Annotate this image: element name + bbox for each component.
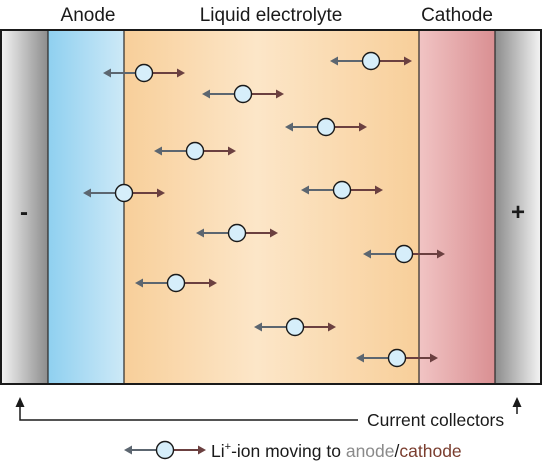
ion-circle	[387, 348, 407, 368]
ion-arrowhead-left	[330, 56, 338, 66]
ion-arrowhead-left	[254, 322, 262, 332]
ion-arrowhead-right	[198, 445, 206, 455]
ion-arrowhead-right	[209, 278, 217, 288]
ion-circle	[316, 117, 336, 137]
ion-circle	[394, 244, 414, 264]
ion-arrowhead-right	[437, 249, 445, 259]
anode-label: Anode	[61, 5, 116, 26]
li-ion-11	[254, 317, 336, 337]
ion-arrowhead-left	[356, 353, 364, 363]
ion-arrowhead-right	[228, 146, 236, 156]
legend-cathode-word: cathode	[399, 441, 461, 461]
ion-arrowhead-left	[135, 278, 143, 288]
ion-circle	[227, 223, 247, 243]
li-ion-6	[83, 183, 165, 203]
ion-arrowhead-left	[301, 185, 309, 195]
positive-terminal-sign: +	[511, 199, 525, 226]
left-collector-arrowhead	[15, 397, 25, 407]
li-ion-1	[103, 63, 185, 83]
cell-outline	[0, 29, 542, 385]
li-ion-legend	[124, 440, 206, 460]
ion-arrowhead-right	[328, 322, 336, 332]
ion-arrowhead-right	[270, 228, 278, 238]
current-collectors-pointer	[19, 406, 518, 421]
ion-circle	[155, 440, 175, 460]
li-ion-2	[330, 51, 412, 71]
ion-arrowhead-right	[404, 56, 412, 66]
ion-circle	[361, 51, 381, 71]
ion-circle	[166, 273, 186, 293]
ion-circle	[185, 141, 205, 161]
electrolyte-region	[124, 30, 419, 384]
legend-separator: /	[395, 441, 400, 461]
ion-arrowhead-left	[196, 228, 204, 238]
legend-anode-word: anode	[346, 441, 395, 461]
ion-group	[83, 51, 445, 368]
region-dividers	[47, 30, 496, 384]
electrolyte-label: Liquid electrolyte	[200, 5, 343, 26]
ion-arrowhead-left	[202, 89, 210, 99]
li-ion-7	[301, 180, 383, 200]
ion-arrowhead-left	[154, 146, 162, 156]
cathode-label: Cathode	[421, 5, 493, 26]
cathode-region	[419, 30, 495, 384]
ion-circle	[114, 183, 134, 203]
ion-arrowhead-left	[363, 249, 371, 259]
anode-region	[48, 30, 124, 384]
right-collector-arrowhead	[512, 397, 522, 407]
current-collectors-label: Current collectors	[367, 410, 504, 430]
ion-arrowhead-right	[276, 89, 284, 99]
li-ion-3	[202, 84, 284, 104]
ion-circle	[332, 180, 352, 200]
ion-arrowhead-right	[375, 185, 383, 195]
ion-arrowhead-right	[359, 122, 367, 132]
li-ion-4	[285, 117, 367, 137]
legend-text: Li+-ion moving to anode/cathode	[211, 441, 462, 461]
li-ion-12	[356, 348, 438, 368]
legend-superscript: +	[225, 441, 231, 453]
legend-li: Li	[211, 441, 225, 461]
legend-ion-moving-to: -ion moving to	[231, 441, 346, 461]
negative-terminal-sign: -	[20, 199, 28, 226]
ion-arrowhead-right	[157, 188, 165, 198]
left-current-collector	[1, 30, 48, 384]
ion-arrowhead-left	[285, 122, 293, 132]
ion-arrowhead-left	[103, 68, 111, 78]
li-ion-10	[135, 273, 217, 293]
ion-circle	[233, 84, 253, 104]
ion-arrowhead-left	[83, 188, 91, 198]
legend-ion-symbol	[124, 440, 206, 460]
li-ion-8	[196, 223, 278, 243]
ion-circle	[134, 63, 154, 83]
ion-arrowhead-left	[124, 445, 132, 455]
right-current-collector	[495, 30, 541, 384]
li-ion-5	[154, 141, 236, 161]
li-ion-9	[363, 244, 445, 264]
ion-arrowhead-right	[430, 353, 438, 363]
ion-circle	[285, 317, 305, 337]
ion-arrowhead-right	[177, 68, 185, 78]
